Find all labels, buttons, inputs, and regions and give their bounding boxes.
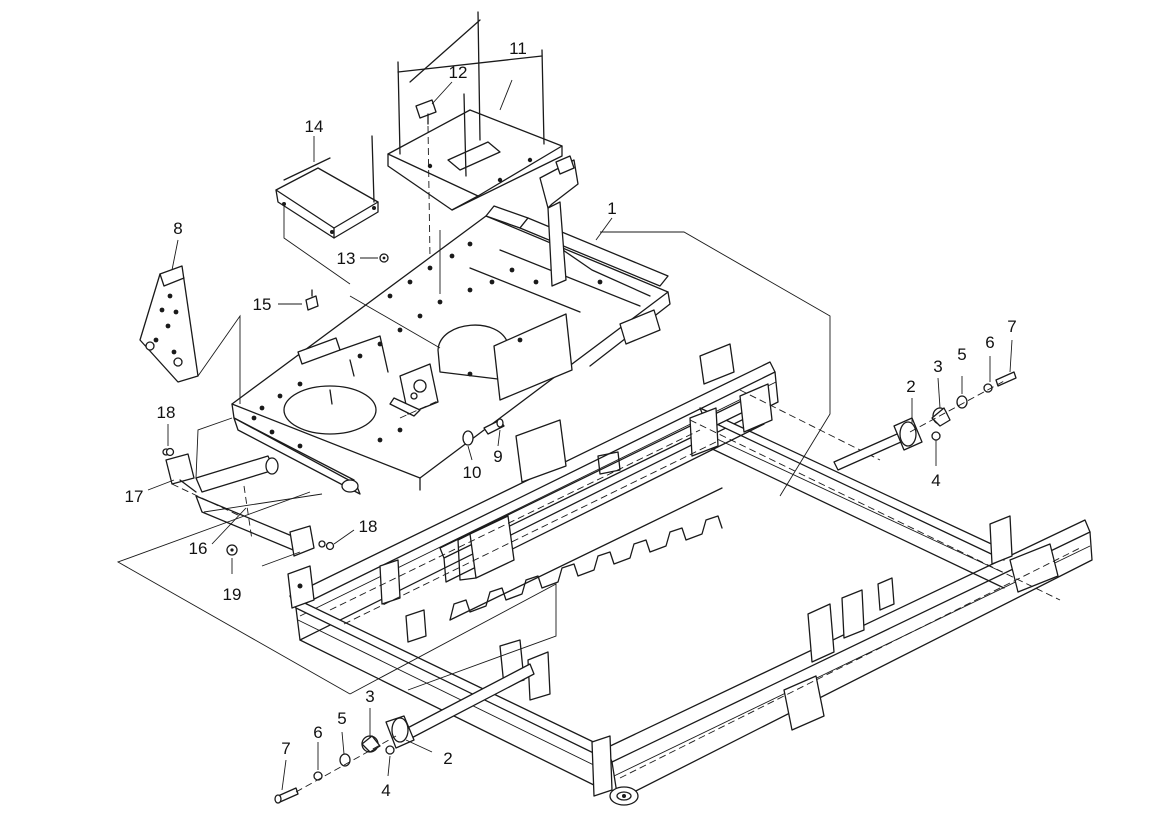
callout-5-bottom: 5: [337, 709, 346, 728]
callout-4-right: 4: [931, 471, 940, 490]
callout-2-right: 2: [906, 377, 915, 396]
main-frame: [287, 343, 1093, 806]
fasteners: [165, 253, 505, 556]
callout-17: 17: [125, 487, 144, 506]
frame-dashed-lines: [329, 389, 1081, 779]
hinge-bar: [162, 448, 326, 557]
callout-4-bottom: 4: [381, 781, 390, 800]
callout-6-right: 6: [985, 333, 994, 352]
reference-lines: [116, 230, 831, 695]
callout-1: 1: [607, 199, 616, 218]
small-tray: [275, 135, 379, 285]
callout-6-bottom: 6: [313, 723, 322, 742]
callout-5-right: 5: [957, 345, 966, 364]
callout-7-bottom: 7: [281, 739, 290, 758]
callout-13: 13: [337, 249, 356, 268]
callout-11: 11: [509, 39, 527, 58]
callout-14: 14: [305, 117, 324, 136]
callout-7-right: 7: [1007, 317, 1016, 336]
callout-18-bottom: 18: [359, 517, 378, 536]
callout-2-bottom: 2: [443, 749, 452, 768]
battery-tray: [387, 11, 563, 259]
callout-10: 10: [463, 463, 482, 482]
callout-9: 9: [493, 447, 502, 466]
leader-lines: [147, 79, 1013, 791]
seat-post: [539, 155, 579, 287]
callout-8: 8: [173, 219, 182, 238]
callout-15: 15: [253, 295, 272, 314]
callout-18-top: 18: [157, 403, 176, 422]
callout-12: 12: [449, 63, 468, 82]
right-shaft-assembly: [833, 371, 1017, 471]
callout-16: 16: [189, 539, 208, 558]
callout-3-bottom: 3: [365, 687, 374, 706]
callout-3-right: 3: [933, 357, 942, 376]
lower-shaft-assembly: [274, 663, 535, 804]
callout-19: 19: [223, 585, 242, 604]
hinge-bracket: [139, 265, 199, 383]
callouts: 1 2 3 5 6 7 4 8 9 10 11 12 13 14 15 16 1…: [125, 39, 1017, 800]
